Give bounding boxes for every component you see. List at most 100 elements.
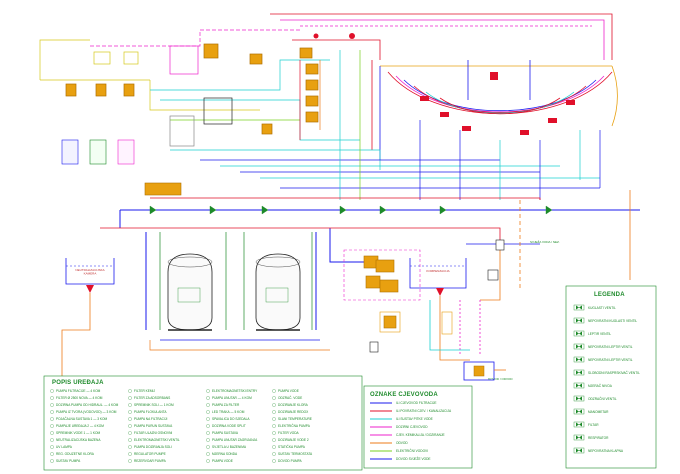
equipment-item: FILTAR ULAZNI OSNOVNI [134,431,172,435]
equipment-number-icon [206,389,210,393]
equipment-item: DOVOD PUMPA [278,459,303,463]
equipment-number-icon [50,424,54,428]
pipe-legend-item: ILI SUSTAV PITKE VODE [396,417,433,421]
valve-icon [545,205,553,215]
equipment-item: FILTER VODA [278,431,300,435]
equipment-item: FILTER ZA ADSORBANS [134,396,170,400]
pipe-legend-item: ILI POVRATNI CJEV. / KANALIZACIJA [396,409,452,413]
equipment-item: SPAVALICA DO SJEDALA [212,417,250,421]
filter-1 [167,253,213,331]
equipment-number-icon [50,445,54,449]
legend-symbol-label: SLOBODNI RASPRSKIVAČ VENTIL [588,370,640,375]
pool-outline [371,60,618,160]
controller-icon [169,115,195,147]
control-panel-icon [169,45,199,75]
equipment-item: DOZIRANJE VODE 2 [278,438,309,442]
equipment-number-icon [128,445,132,449]
legend-pipes-title: OZNAKE CJEVOVODA [370,392,438,398]
equipment-item: POJAČALNA SUSTAVA 1 — 3 KOM [56,416,108,421]
equipment-item: SPREMNIK VODE 1 — 1 KOM [56,431,100,435]
valve-icon [313,33,319,39]
heat-exchanger-icon [144,182,182,196]
pump-icon [299,47,313,59]
equipment-number-icon [272,396,276,400]
equipment-number-icon [272,410,276,414]
pump-icon [365,275,381,289]
equipment-number-icon [272,431,276,435]
equipment-number-icon [128,396,132,400]
fresh-water-label: SVJEŽA VODA / NEZ. [530,239,560,244]
pump-icon [65,83,77,97]
valve-icon [576,344,582,349]
equipment-number-icon [272,403,276,407]
pipe-legend-item: DOVOD SVJEŽE VODE [396,456,431,461]
header-valves [149,205,553,215]
misc-equipment [369,239,505,353]
pipe-legend-item: CJEV. KEMIKALIJA / DOZIRANJE [396,433,445,437]
valve-icon [576,435,582,440]
equipment-number-icon [50,410,54,414]
equipment-number-icon [206,431,210,435]
legend-symbol-icon [573,434,585,441]
valve-icon [576,305,582,310]
legend-equipment-title: POPIS UREĐAJA [52,380,104,386]
legend-symbol-icon [573,395,585,402]
chemical-drums [61,139,135,165]
legend-symbol-label: RESPIRATOR [588,436,609,440]
equipment-item: FILTER Ø 2500 NOVA — 4 KOM [56,396,103,400]
pump-icon [379,279,399,293]
legend-symbol-icon [573,447,585,454]
legend-symbol-label: MJERAČ NIVOA [588,383,613,388]
equipment-item: PUMPA DOZIRANJA SOLI [134,445,172,449]
valve-icon [576,331,582,336]
equipment-item: REG. ODUZETNE KLORA [56,452,95,456]
equipment-item: ELEKTROMAGNETSKI VENTIL [134,438,180,442]
legend-symbol-icon [573,408,585,415]
valve-icon [576,448,582,453]
pipe-legend-item: ILI CJEVOVOD FILTRACIJE [396,401,437,405]
valve-icon [209,205,217,215]
drain-pit [463,361,506,381]
valve-icon [576,318,582,323]
top-lines [270,13,613,60]
valve-icon [149,205,157,215]
equipment-item: PUMPA UNUTAR ZAGRIJANJA [212,438,258,442]
equipment-item: SPREMNIK SOLI — 1 KOM [134,403,174,407]
equipment-item: LED TRAKA — 5 KOM [212,410,245,414]
legend-symbol-label: NEPOVRATNI LEPTIR VENTIL [588,358,633,362]
equipment-number-icon [128,438,132,442]
equipment-item: PUMPA FLOKULANTA [134,410,167,414]
pump-icon [249,53,263,65]
equipment-number-icon [206,438,210,442]
dosing-pump-icon [93,51,111,65]
valve-icon [576,396,582,401]
pump-icon [305,63,319,75]
equipment-item: MJERNA SONDA [212,452,238,456]
compensation-tank-label: KOMPENZACIJA [426,269,449,273]
equipment-item: PUMPA SUSTAVA [212,431,239,435]
equipment-number-icon [50,438,54,442]
filter-pipework [149,232,330,351]
legend-equipment-box: POPIS UREĐAJA PUMPA FILTRACIJE — 4 KOMFI… [43,375,363,471]
equipment-number-icon [50,396,54,400]
equipment-item: ODZRAČ. VODE [278,395,302,400]
equipment-number-icon [128,431,132,435]
equipment-number-icon [272,452,276,456]
equipment-item: SVJETLA U BAZENIMA [212,445,247,449]
legend-symbol-icon [573,343,585,350]
equipment-item: ELEKTROMAGNETSKI ENTRY [212,389,258,393]
equipment-item: DOZIRNA VODE SPLIT [212,424,246,428]
equipment-number-icon [128,403,132,407]
legend-symbol-label: LEPTIR VENTIL [588,332,611,336]
equipment-item: PUMPA VODE [278,389,299,393]
equipment-number-icon [50,431,54,435]
valve-icon [339,205,347,215]
equipment-number-icon [50,459,54,463]
filter-2 [255,253,301,331]
equipment-number-icon [206,417,210,421]
equipment-number-icon [128,410,132,414]
equipment-number-icon [272,438,276,442]
